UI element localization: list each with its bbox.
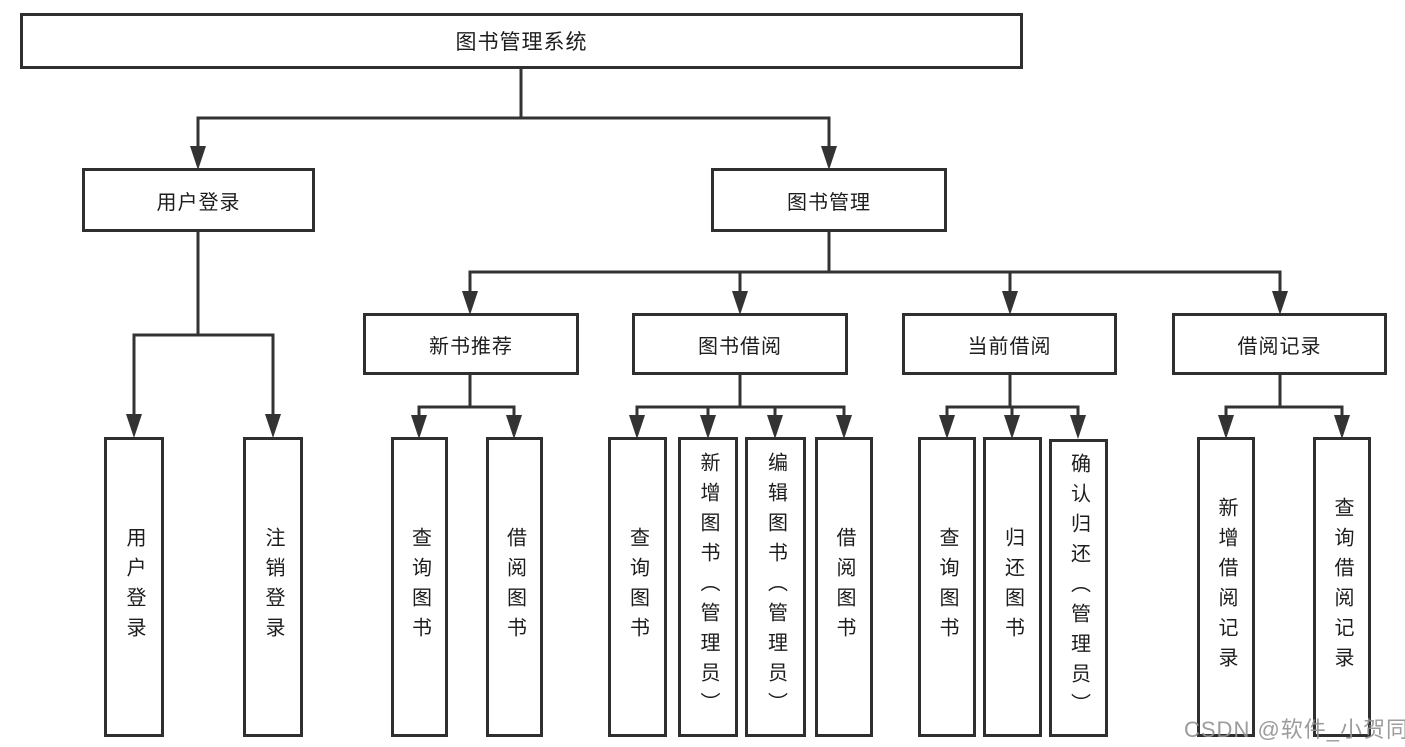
leaf-borrow-books-1: 借阅图书 bbox=[486, 437, 543, 737]
node-library-system: 图书管理系统 bbox=[20, 13, 1023, 69]
leaf-confirm-return-admin: 确认归还（管理员） bbox=[1049, 439, 1108, 737]
node-new-book-recommend: 新书推荐 bbox=[363, 313, 579, 375]
node-book-borrowing: 图书借阅 bbox=[632, 313, 848, 375]
watermark: CSDN @软件_小贺同学 bbox=[1184, 717, 1405, 742]
node-current-borrowing: 当前借阅 bbox=[902, 313, 1117, 375]
node-user-login: 用户登录 bbox=[82, 168, 315, 232]
leaf-logout: 注销登录 bbox=[243, 437, 303, 737]
node-book-management: 图书管理 bbox=[711, 168, 947, 232]
leaf-query-books-2: 查询图书 bbox=[608, 437, 667, 737]
leaf-return-books: 归还图书 bbox=[983, 437, 1042, 737]
leaf-edit-books-admin: 编辑图书（管理员） bbox=[745, 437, 806, 737]
leaf-query-books-1: 查询图书 bbox=[391, 437, 448, 737]
node-borrow-records: 借阅记录 bbox=[1172, 313, 1387, 375]
leaf-add-books-admin: 新增图书（管理员） bbox=[678, 437, 738, 737]
leaf-query-books-3: 查询图书 bbox=[918, 437, 976, 737]
leaf-borrow-books-2: 借阅图书 bbox=[815, 437, 873, 737]
leaf-add-borrow-record: 新增借阅记录 bbox=[1197, 437, 1255, 737]
leaf-user-login: 用户登录 bbox=[104, 437, 164, 737]
leaf-query-borrow-record: 查询借阅记录 bbox=[1313, 437, 1371, 737]
